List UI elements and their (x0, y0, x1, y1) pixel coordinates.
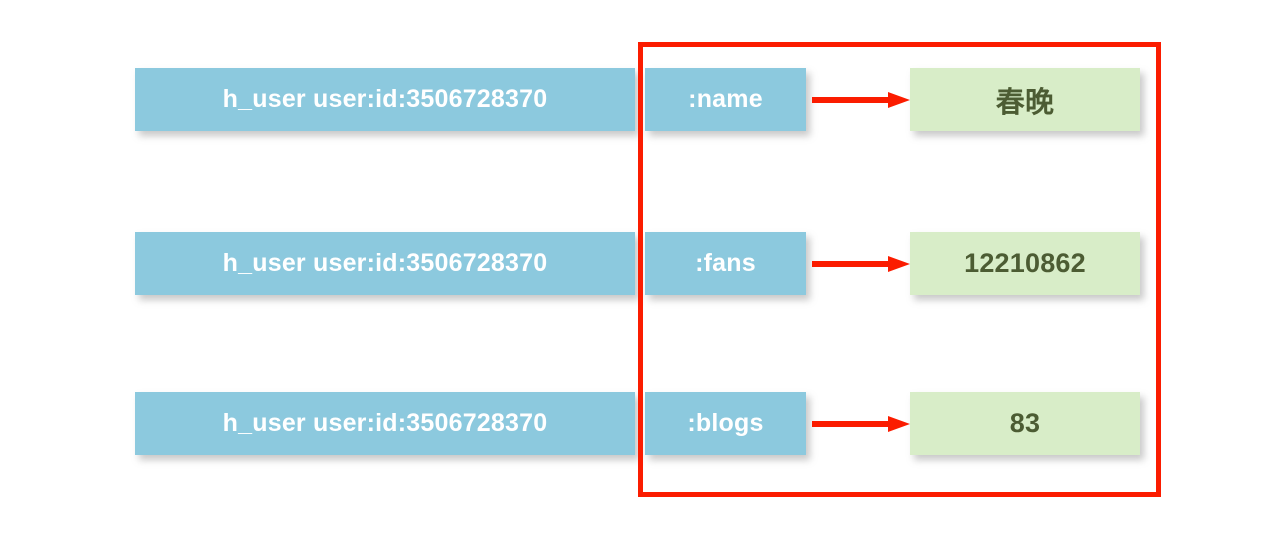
field-box: :fans (645, 232, 806, 295)
mapping-row: h_user user:id:3506728370 :fans 12210862 (0, 232, 1270, 296)
value-box: 83 (910, 392, 1140, 455)
arrow-right-icon (812, 92, 910, 108)
key-box: h_user user:id:3506728370 (135, 392, 635, 455)
arrow-right-icon (812, 416, 910, 432)
key-box: h_user user:id:3506728370 (135, 232, 635, 295)
field-box: :name (645, 68, 806, 131)
mapping-row: h_user user:id:3506728370 :name 春晚 (0, 68, 1270, 132)
arrow-right-icon (812, 256, 910, 272)
value-box: 春晚 (910, 68, 1140, 131)
key-box: h_user user:id:3506728370 (135, 68, 635, 131)
mapping-row: h_user user:id:3506728370 :blogs 83 (0, 392, 1270, 456)
value-box: 12210862 (910, 232, 1140, 295)
field-box: :blogs (645, 392, 806, 455)
